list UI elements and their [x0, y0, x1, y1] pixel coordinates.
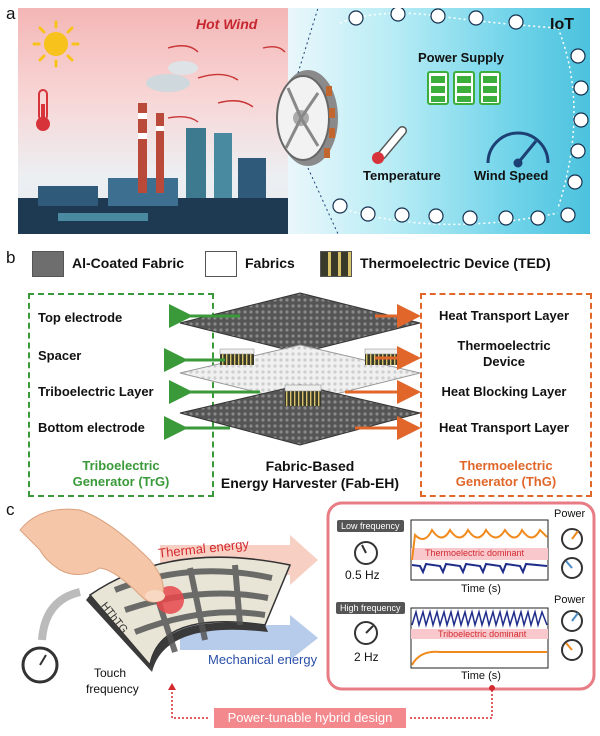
low-frequency-value: 0.5 Hz — [345, 568, 380, 582]
factory-illustration — [18, 61, 288, 234]
thg-dashed-box — [420, 293, 592, 497]
heat-blocking-label: Heat Blocking Layer — [441, 384, 567, 399]
low-freq-blue-trace — [411, 562, 548, 575]
power-tribo-low-icon — [561, 557, 583, 579]
triboelectric-band — [411, 629, 548, 639]
fab-eh-title-line1: Fabric-Based — [265, 458, 355, 474]
iot-chain-right — [557, 27, 575, 209]
power-label-1: Power — [554, 508, 586, 520]
hot-wind-swirls — [167, 45, 286, 123]
touch-frequency-gauge-icon — [21, 646, 59, 684]
al-fabric-swatch — [32, 251, 64, 277]
fabrics-legend: Fabrics — [245, 255, 295, 271]
thg-title-line2: Generator (ThG) — [455, 474, 557, 489]
time-axis-label-1: Time (s) — [461, 583, 501, 595]
iot-device-icons — [332, 8, 589, 226]
power-thermal-low-icon — [561, 639, 583, 661]
panel-b-letter: b — [6, 248, 16, 267]
high-freq-blue-trace — [411, 609, 548, 628]
thermoelectric-band — [411, 548, 548, 560]
hand-illustration — [19, 508, 165, 603]
frequency-label: frequency — [86, 682, 139, 696]
power-thermal-high-icon — [561, 528, 583, 550]
iot-label: IoT — [550, 16, 574, 33]
device-label: Device — [483, 354, 525, 369]
power-label-2: Power — [554, 594, 586, 606]
touch-arrow — [38, 588, 82, 641]
hot-wind-label: Hot Wind — [196, 16, 258, 32]
trg-title-line2: Generator (TrG) — [72, 474, 170, 489]
zoom-lines — [297, 8, 339, 234]
power-supply-label: Power Supply — [418, 50, 504, 65]
high-frequency-value: 2 Hz — [354, 650, 379, 664]
fab-eh-title-line2: Energy Harvester (Fab-EH) — [220, 475, 400, 491]
iot-background — [288, 8, 590, 234]
bottom-electrode-label: Bottom electrode — [38, 420, 145, 435]
hybrid-design-banner: Power-tunable hybrid design — [214, 708, 406, 728]
sun-icon — [32, 20, 80, 68]
thg-title-line1: Thermoelectric — [459, 458, 553, 473]
temperature-label: Temperature — [363, 168, 441, 183]
panel-a-letter: a — [6, 4, 16, 23]
spacer-label: Spacer — [38, 348, 82, 363]
fabrics-swatch — [205, 251, 237, 277]
thermometer-icon — [36, 89, 50, 131]
low-frequency-tag: Low frequency — [337, 520, 404, 532]
panel-a-graphics — [18, 8, 589, 234]
panel-c-letter: c — [6, 500, 15, 519]
heat-transport-bottom-label: Heat Transport Layer — [438, 420, 570, 435]
triboelectric-dominant-label: Triboelectric dominant — [438, 629, 527, 639]
wind-speed-icon — [486, 131, 550, 168]
banner-connector — [171, 688, 493, 719]
al-fabric-legend: Al-Coated Fabric — [72, 255, 185, 271]
ted-legend: Thermoelectric Device (TED) — [360, 255, 551, 271]
wind-speed-label: Wind Speed — [474, 168, 549, 183]
high-freq-orange-trace — [411, 650, 547, 666]
power-tribo-high-icon — [561, 610, 583, 632]
bottom-electrode-layer — [179, 384, 421, 446]
trg-dashed-box — [28, 293, 214, 497]
low-frequency-gauge-icon — [354, 541, 378, 565]
high-frequency-tag: High frequency — [336, 602, 405, 614]
temperature-icon — [372, 125, 408, 164]
heat-transport-top-label: Heat Transport Layer — [438, 308, 570, 323]
time-axis-label-2: Time (s) — [461, 670, 501, 682]
trg-title-line1: Triboelectric — [82, 458, 160, 473]
top-electrode-label: Top electrode — [38, 310, 123, 325]
triboelectric-layer-label: Triboelectric Layer — [38, 384, 154, 399]
low-freq-orange-trace — [411, 527, 548, 561]
battery-icon — [427, 71, 501, 105]
fab-eh-stack — [179, 292, 421, 446]
thermoelectric-dominant-label: Thermoelectric dominant — [425, 548, 525, 558]
touch-label: Touch — [94, 666, 127, 680]
thermoelectric-label: Thermoelectric — [457, 338, 551, 353]
fabric-rotor — [276, 70, 338, 166]
mechanical-energy-label: Mechanical energy — [208, 652, 318, 667]
ted-blocks — [219, 348, 400, 406]
iot-chain-top — [339, 12, 559, 29]
panel-a-illustration: Hot Wind IoT Power Supply Temperature Wi… — [18, 8, 590, 234]
ted-swatch — [320, 251, 352, 277]
high-frequency-gauge-icon — [354, 621, 378, 645]
